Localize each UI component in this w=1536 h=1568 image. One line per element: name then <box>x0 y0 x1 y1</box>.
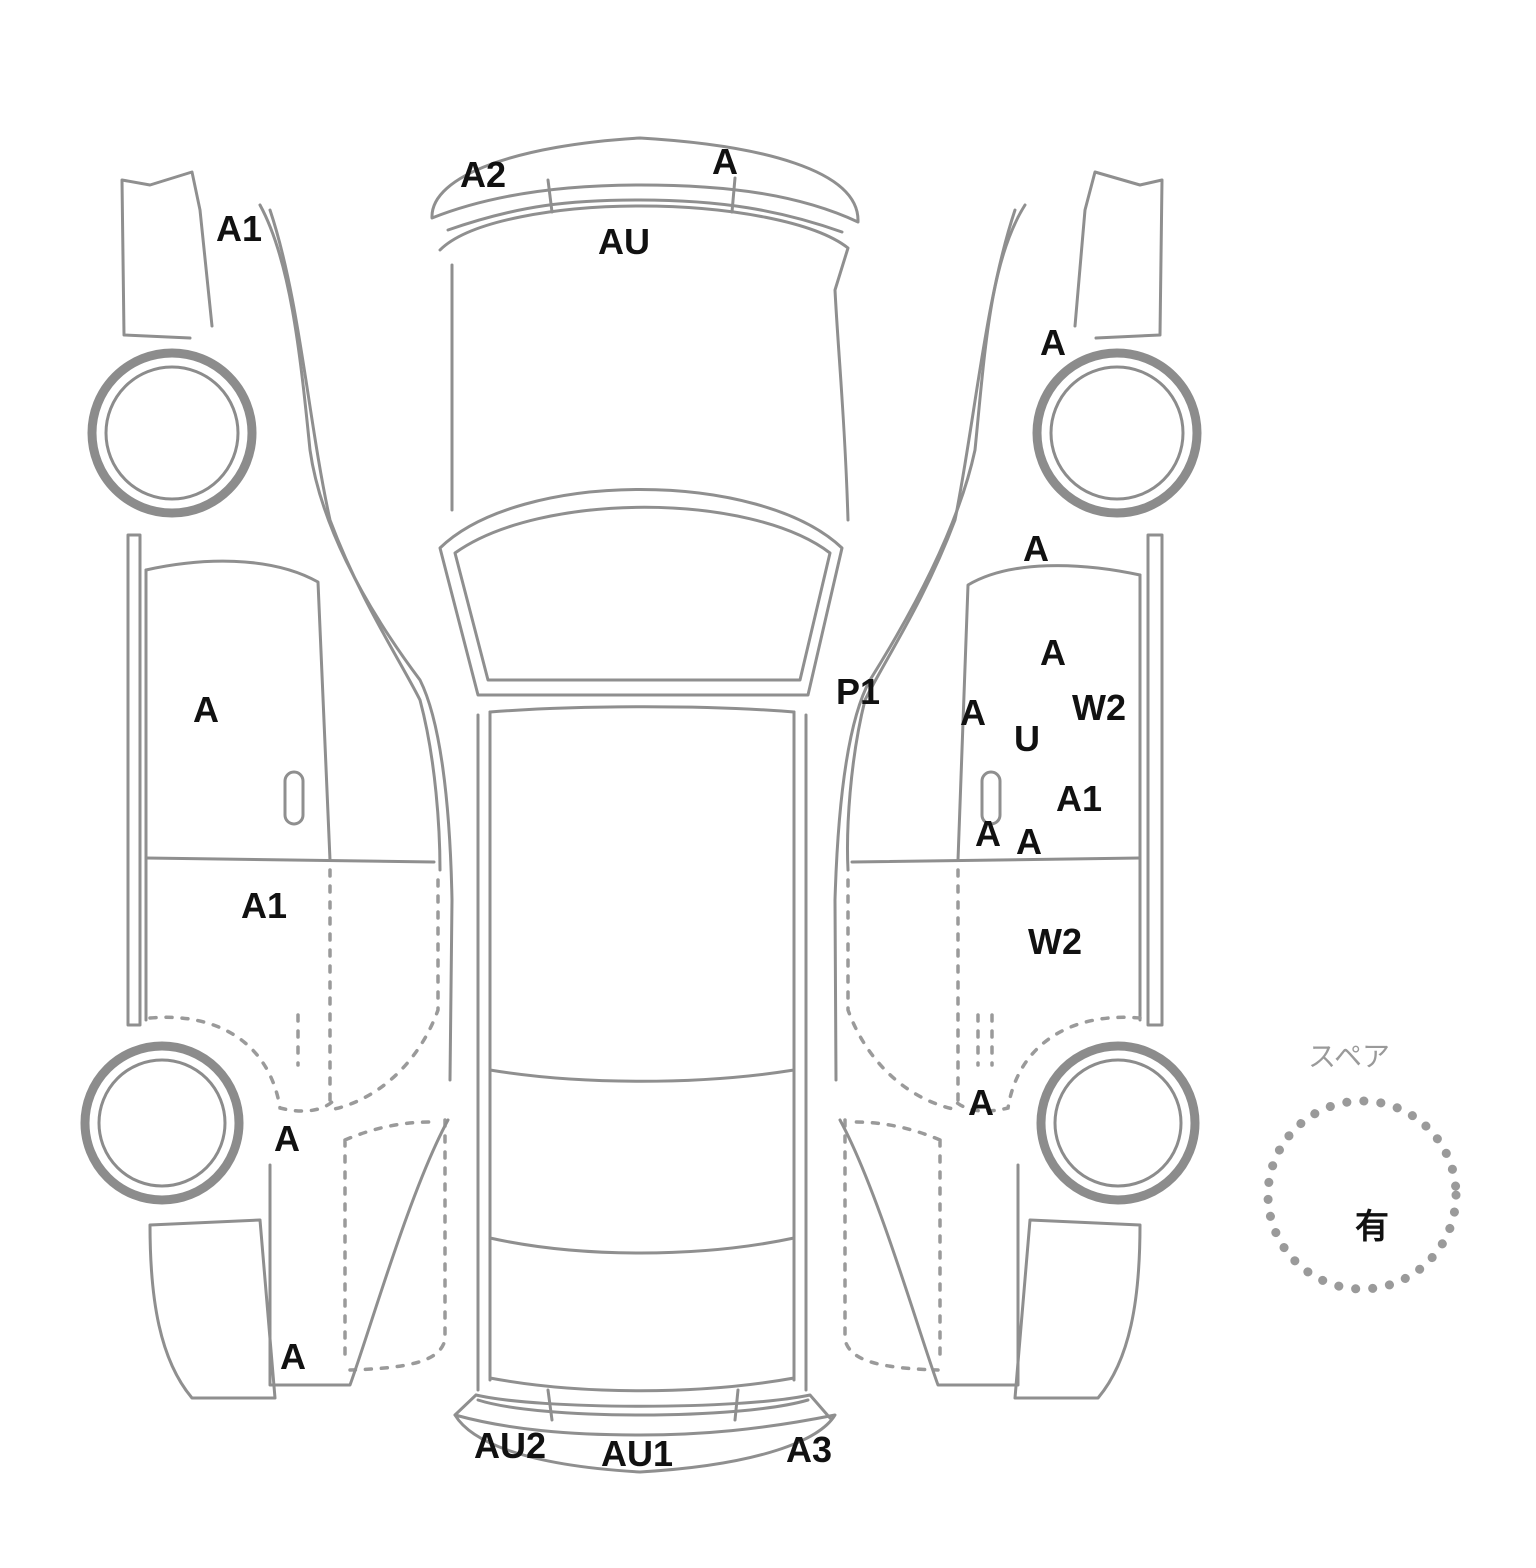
label-hood: AU <box>598 221 650 262</box>
label-right-door-u: U <box>1014 718 1040 759</box>
label-right-rear-door-w2: W2 <box>1028 921 1082 962</box>
label-right-door-upper: A <box>1040 632 1066 673</box>
label-left-front-door: A <box>193 689 219 730</box>
label-rear-bumper-left: AU2 <box>474 1425 546 1466</box>
label-rear-bumper-right: A3 <box>786 1429 832 1470</box>
label-left-front-bumper: A1 <box>216 208 262 249</box>
label-hood-edge-right: A <box>712 141 738 182</box>
label-right-door-bottom-left: A <box>975 813 1001 854</box>
spare-title: スペア <box>1308 1040 1390 1073</box>
label-right-door-mid-left: A <box>960 692 986 733</box>
right-side-view <box>833 170 1202 1400</box>
label-right-door-w2: W2 <box>1072 687 1126 728</box>
label-right-door-a1: A1 <box>1056 778 1102 819</box>
label-right-door-bottom-right: A <box>1016 821 1042 862</box>
label-left-rear-door: A1 <box>241 885 287 926</box>
damage-labels: A1 A A1 A A A2 A AU P1 A A A A W2 U A1 A… <box>193 141 1126 1474</box>
label-rear-bumper-center: AU1 <box>601 1433 673 1474</box>
label-right-pillar: P1 <box>836 671 880 712</box>
label-left-rear-bumper: A <box>280 1336 306 1377</box>
label-right-rear-fender: A <box>968 1082 994 1123</box>
label-hood-edge-left: A2 <box>460 154 506 195</box>
left-side-view <box>80 170 454 1400</box>
spare-value: 有 <box>1355 1207 1389 1247</box>
label-right-door-top: A <box>1023 528 1049 569</box>
top-view <box>430 136 860 1474</box>
label-left-rear-fender: A <box>274 1118 300 1159</box>
label-right-front-bumper: A <box>1040 322 1066 363</box>
spare-tire-circle <box>1263 1096 1461 1294</box>
spare-tire: スペア 有 <box>1263 1040 1461 1294</box>
